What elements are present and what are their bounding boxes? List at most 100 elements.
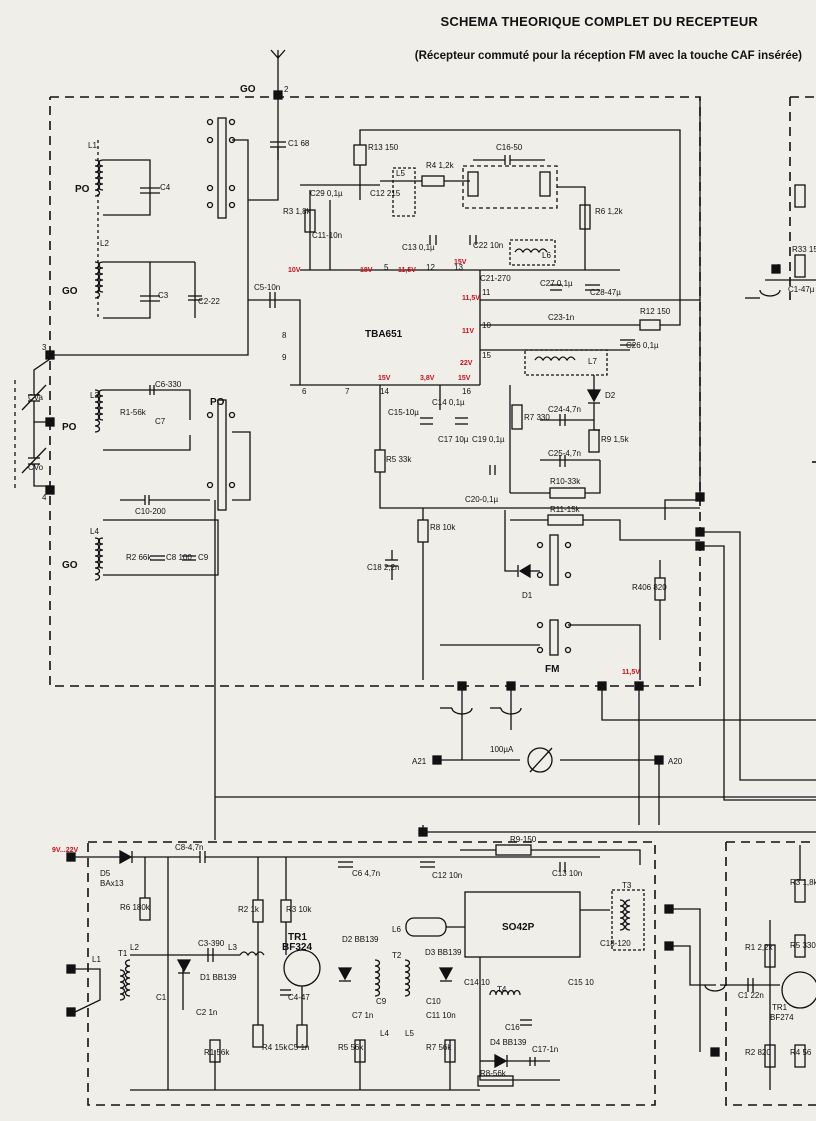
- label-fm-c2: C2 1n: [196, 1008, 217, 1017]
- transistor-tr1-right: [781, 971, 816, 1009]
- label-fm-c11: C11 10n: [426, 1011, 456, 1020]
- label-r10: R10-33k: [550, 477, 581, 486]
- label-c14: C14 0,1µ: [432, 398, 465, 407]
- label-r1: R1-56k: [120, 408, 147, 417]
- volt-10v: 10V: [288, 267, 301, 274]
- label-fm-c9: C9: [376, 997, 387, 1006]
- label-right-r4: R4 56: [790, 1048, 812, 1057]
- label-fm-l2: L2: [130, 943, 139, 952]
- pin-11: 11: [482, 288, 491, 297]
- label-c17: C17 10µ: [438, 435, 469, 444]
- volt-15v-a: 15V: [454, 259, 467, 266]
- label-c4: C4: [160, 183, 171, 192]
- label-fm-r3: R3 10k: [286, 905, 312, 914]
- label-fm-t3: T3: [622, 881, 632, 890]
- label-c21: C21-270: [480, 274, 511, 283]
- label-fm-c13: C13 10n: [552, 869, 582, 878]
- label-c23: C23-1n: [548, 313, 574, 322]
- label-po-2: PO: [62, 422, 77, 433]
- label-fm-d4: D4 BB139: [490, 1038, 527, 1047]
- label-fm-d1: D1 BB139: [200, 973, 237, 982]
- volt-22v: 22V: [460, 360, 473, 367]
- transistor-tr1: [283, 949, 321, 987]
- label-l3: L3: [90, 391, 99, 400]
- po-go-lower-coils: [94, 385, 251, 840]
- label-c19: C19 0,1µ: [472, 435, 505, 444]
- label-d2: D2: [605, 391, 616, 400]
- so42p-chip: [464, 891, 581, 958]
- label-r12: R12 150: [640, 307, 671, 316]
- label-fm-r8: R8-56k: [480, 1069, 507, 1078]
- label-fm-t4: T4: [497, 985, 507, 994]
- pin-10: 10: [482, 321, 491, 330]
- label-tr1: TR1: [288, 932, 307, 943]
- label-right-r2: R2 820: [745, 1048, 771, 1057]
- label-c5: C5-10n: [254, 283, 280, 292]
- volt-15v-b: 15V: [378, 375, 391, 382]
- label-right-r3: R3 1,8k: [790, 878, 816, 887]
- label-c8: C8 100: [166, 553, 192, 562]
- label-r3: R3 1,8k: [283, 207, 312, 216]
- label-supply: 9V...22V: [52, 847, 79, 854]
- label-right-c1b: C1-47µ: [788, 285, 815, 294]
- label-l2: L2: [100, 239, 109, 248]
- label-fm-t2: T2: [392, 951, 402, 960]
- label-fm-c15: C15 10: [568, 978, 594, 987]
- label-c1: C1 68: [288, 139, 310, 148]
- label-fm-r2: R2 1k: [238, 905, 260, 914]
- label-c15: C15-10µ: [388, 408, 419, 417]
- label-fm-r6: R6 180k: [120, 903, 151, 912]
- microammeter-symbol: [527, 747, 553, 773]
- label-r4: R4 1,2k: [426, 161, 455, 170]
- label-fm-l1: L1: [92, 955, 101, 964]
- label-c11: C11-10n: [312, 231, 342, 240]
- pin-1: 1: [776, 263, 781, 272]
- pin-6: 6: [302, 387, 307, 396]
- label-fm-c4: C4-47: [288, 993, 310, 1002]
- label-c18: C18 2,2n: [367, 563, 399, 572]
- label-fm-t1: T1: [118, 949, 128, 958]
- label-tba651: TBA651: [365, 329, 403, 340]
- label-c3: C3: [158, 291, 169, 300]
- label-fm-r5: R5 56k: [338, 1043, 364, 1052]
- label-d5: D5: [100, 869, 111, 878]
- label-fm-r1: R1 56k: [204, 1048, 230, 1057]
- label-r7: R7 330: [524, 413, 550, 422]
- volt-15v-c: 15V: [458, 375, 471, 382]
- volt-38v: 3,8V: [420, 375, 435, 382]
- label-fm-r4: R4 15k: [262, 1043, 288, 1052]
- volt-115v-b: 11,5V: [462, 295, 480, 302]
- label-r11: R11-15k: [550, 505, 581, 514]
- pin-14: 14: [380, 387, 389, 396]
- label-fm-d2: D2 BB139: [342, 935, 379, 944]
- fm-switch-block: [385, 97, 816, 801]
- label-fm-c3: C3-390: [198, 939, 225, 948]
- label-bf324: BF324: [282, 942, 312, 953]
- label-fm-r7: R7 56k: [426, 1043, 452, 1052]
- label-fm-d3: D3 BB139: [425, 948, 462, 957]
- label-c6: C6-330: [155, 380, 182, 389]
- pin-2: 2: [284, 85, 289, 94]
- label-fm-c14: C14 10: [464, 978, 490, 987]
- label-fm-c1: C1: [156, 993, 167, 1002]
- label-bax13: BAx13: [100, 879, 124, 888]
- pin-5: 5: [384, 263, 389, 272]
- label-r6: R6 1,2k: [595, 207, 624, 216]
- pin-13: 13: [454, 263, 463, 272]
- volt-115v-a: 11,5V: [398, 267, 416, 274]
- label-right-r33: R33 15k: [792, 245, 816, 254]
- label-fm-c5: C5 1n: [288, 1043, 309, 1052]
- pin-8: 8: [282, 331, 287, 340]
- label-right-tr1: TR1: [772, 1003, 788, 1012]
- label-c26: C26 0,1µ: [626, 341, 659, 350]
- label-r8: R8 10k: [430, 523, 456, 532]
- label-c25: C25-4,7n: [548, 449, 581, 458]
- label-r406: R406 820: [632, 583, 667, 592]
- label-po-switch: PO: [210, 397, 225, 408]
- label-right-r1: R1 2,2k: [745, 943, 774, 952]
- label-d1: D1: [522, 591, 533, 600]
- label-fm-c6: C6 4,7n: [352, 869, 380, 878]
- pin-4: 4: [42, 493, 47, 502]
- label-c2: C2-22: [198, 297, 220, 306]
